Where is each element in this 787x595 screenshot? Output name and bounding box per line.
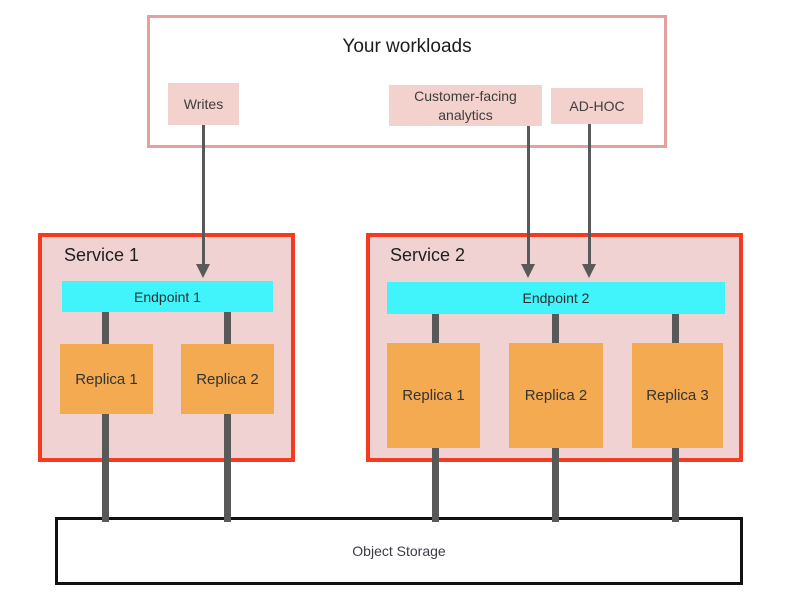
service1-replica1-label: Replica 1 (75, 370, 138, 388)
service1-title: Service 1 (64, 245, 140, 265)
workload-chip-writes: Writes (168, 83, 239, 125)
workloads-title: Your workloads (342, 36, 472, 57)
workload-chip-analytics-label: Customer-facing analytics (414, 87, 517, 123)
workload-chip-analytics: Customer-facing analytics (389, 85, 542, 126)
service2-replica3-box: Replica 3 (632, 343, 723, 448)
arrow-shaft (526, 126, 530, 264)
service1-endpoint-bar: Endpoint 1 (62, 281, 273, 312)
service2-replica1-label: Replica 1 (402, 387, 465, 404)
arrow-adhoc-to-endpoint2-icon (582, 124, 596, 278)
service2-replica3-label: Replica 3 (646, 387, 709, 404)
service1-endpoint-label: Endpoint 1 (134, 288, 201, 305)
service2-replica2-label: Replica 2 (524, 387, 588, 404)
arrow-shaft (587, 124, 591, 264)
service1-replica2-box: Replica 2 (181, 344, 274, 414)
arrow-head-icon (521, 264, 535, 278)
service2-endpoint-bar: Endpoint 2 (387, 282, 725, 314)
arrow-head-icon (582, 264, 596, 278)
service2-replica1-box: Replica 1 (387, 343, 480, 448)
workload-chip-writes-label: Writes (183, 95, 224, 112)
service2-title: Service 2 (390, 245, 466, 265)
arrow-writes-to-endpoint1-icon (196, 125, 210, 278)
arrow-shaft (201, 125, 205, 264)
object-storage-box: Object Storage (55, 517, 743, 585)
connector-service1-replica2 (224, 311, 231, 522)
service2-replica2-box: Replica 2 (509, 343, 603, 448)
service1-replica1-box: Replica 1 (60, 344, 153, 414)
service1-replica2-label: Replica 2 (196, 370, 259, 388)
workload-chip-adhoc: AD-HOC (551, 88, 643, 124)
connector-service1-replica1 (102, 311, 109, 522)
object-storage-label: Object Storage (352, 543, 446, 559)
arrow-analytics-to-endpoint2-icon (521, 126, 535, 278)
service2-endpoint-label: Endpoint 2 (522, 290, 590, 306)
workload-chip-adhoc-label: AD-HOC (569, 97, 625, 114)
arrow-head-icon (196, 264, 210, 278)
